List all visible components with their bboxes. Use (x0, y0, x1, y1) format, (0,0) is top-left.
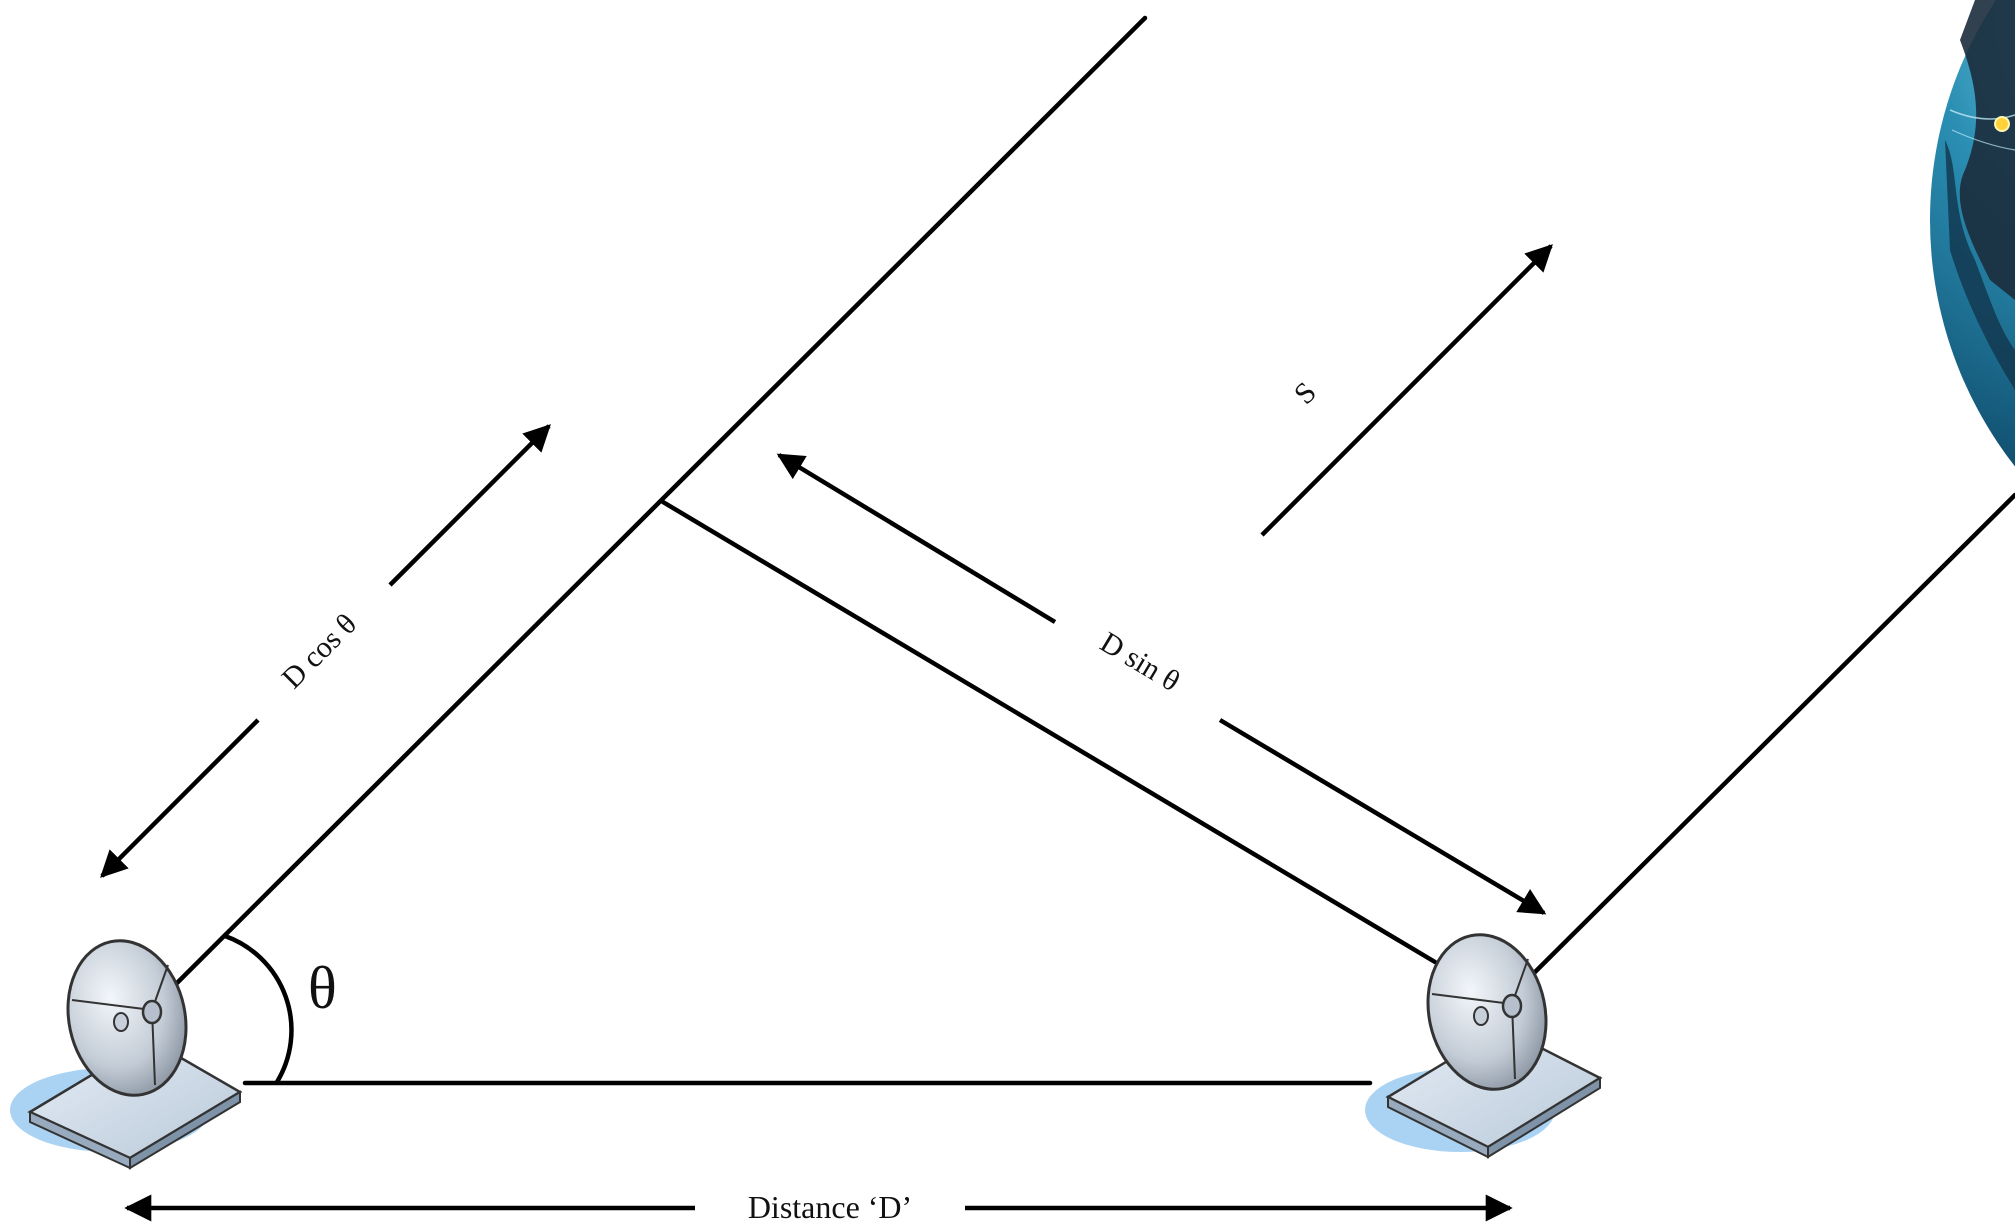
globe-icon (1930, 0, 2015, 467)
distance-label: Distance ‘D’ (748, 1189, 912, 1225)
projection-line (660, 499, 1438, 965)
d-cos-theta-label: D cos θ (275, 607, 363, 695)
angle-arc (222, 933, 294, 1085)
s-arrow (1260, 244, 1553, 537)
d-cos-theta-arrow (100, 424, 551, 878)
right-antenna-ray (1529, 492, 2015, 978)
right-antenna-icon (1365, 933, 1603, 1159)
d-sin-theta-arrow (776, 453, 1547, 915)
left-antenna-ray (172, 15, 1148, 988)
s-label: S (1288, 376, 1323, 411)
theta-label: θ (308, 955, 337, 1021)
d-sin-theta-label: D sin θ (1095, 626, 1186, 699)
left-antenna-icon (10, 939, 243, 1170)
